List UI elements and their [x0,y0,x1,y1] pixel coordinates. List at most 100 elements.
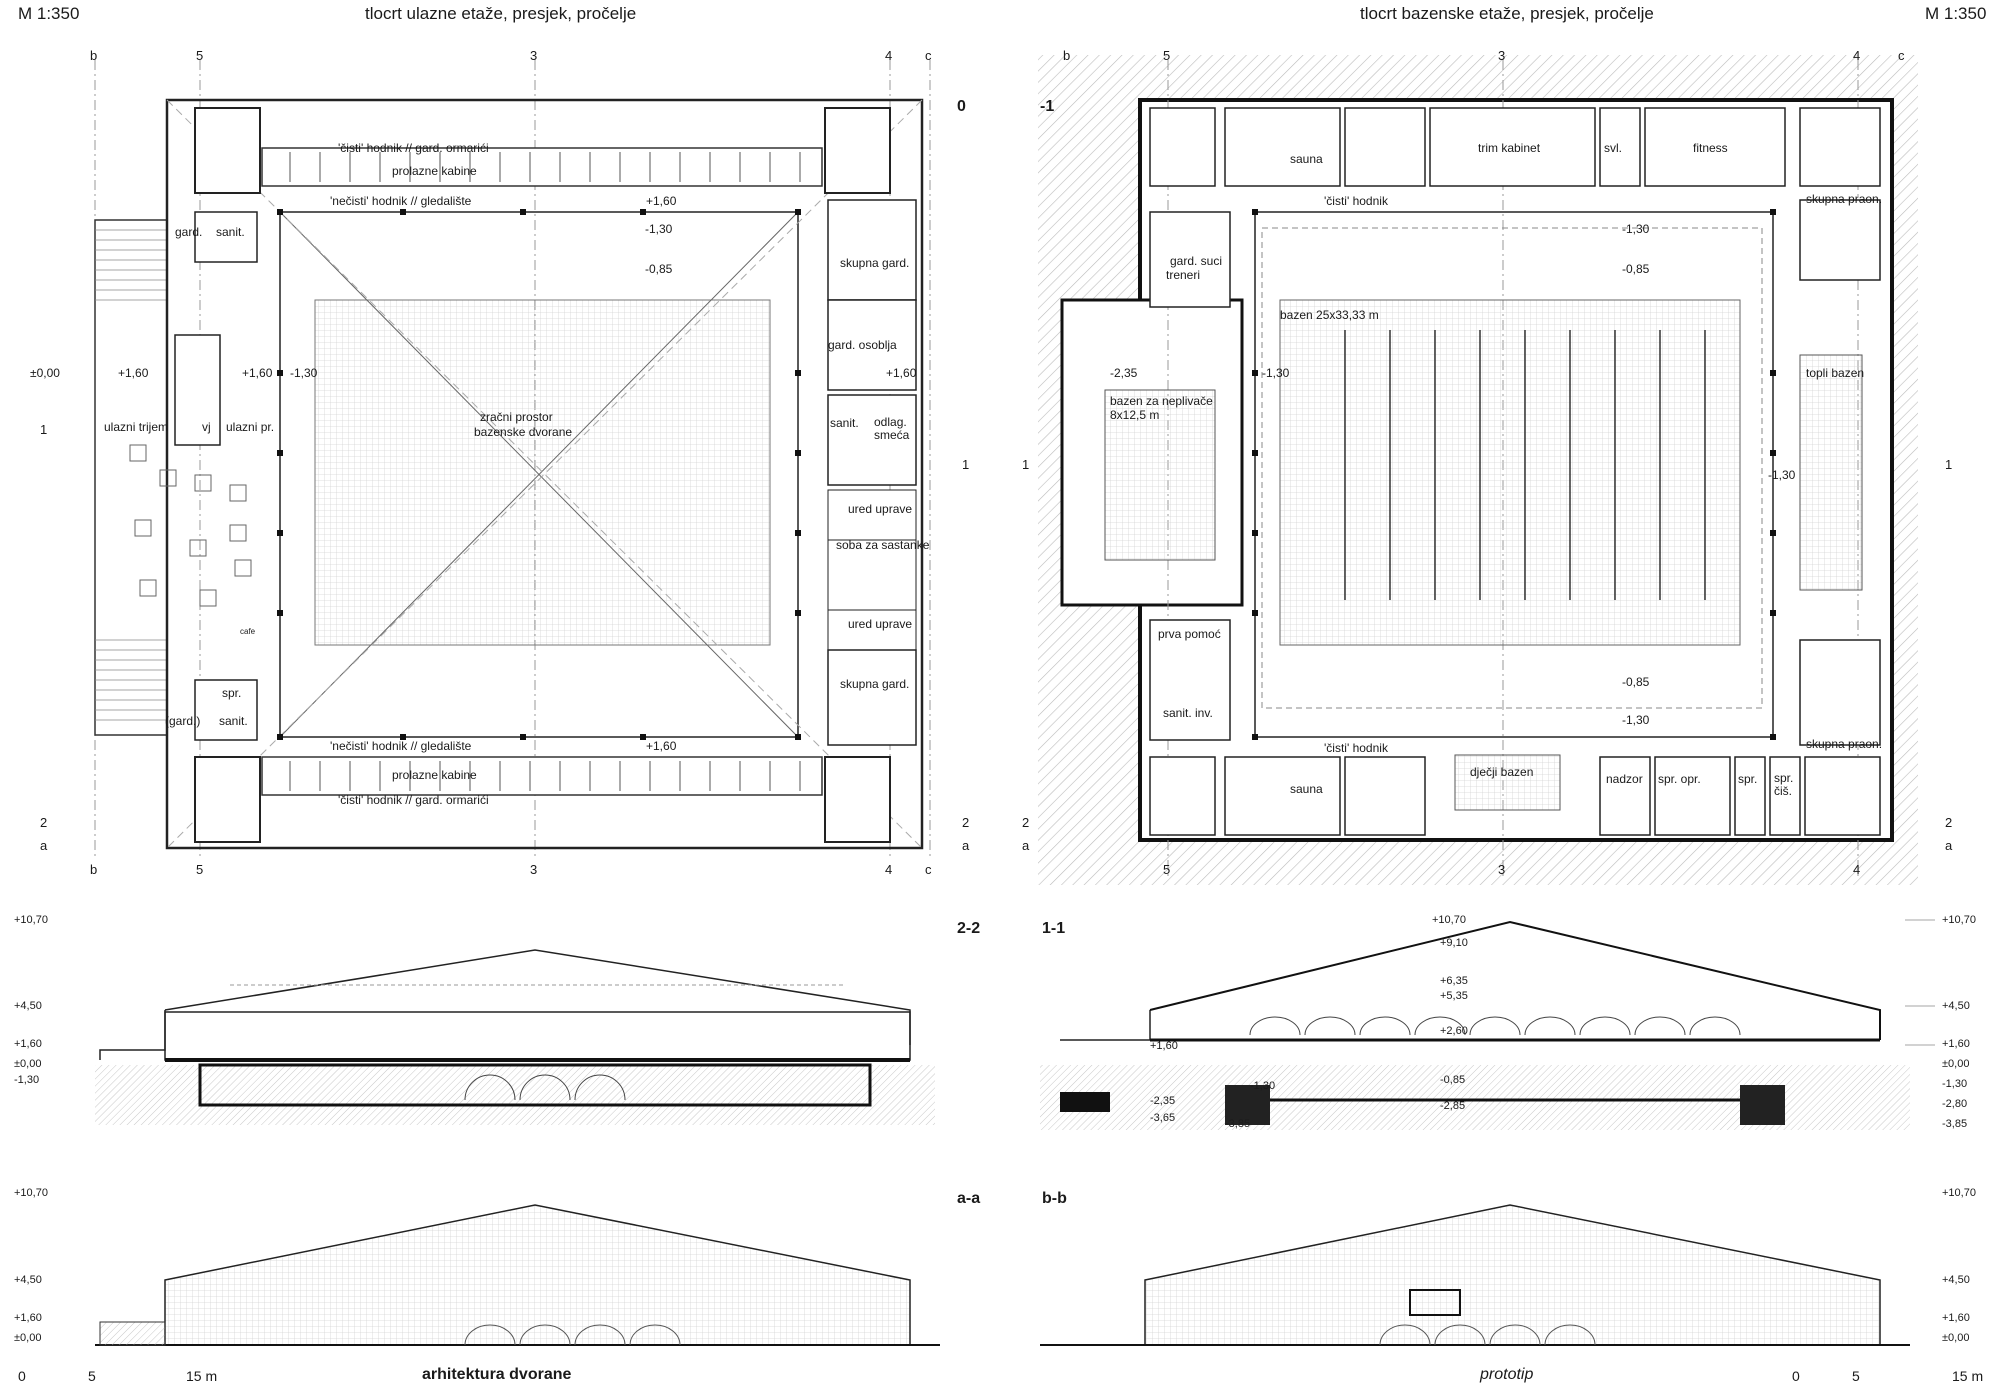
section-label-2-2: 2-2 [957,920,981,937]
elev-right-level-450: +4,50 [1942,1274,1970,1286]
room-storage-r: spr. [1738,772,1758,786]
axis-a-right-r: a [1945,838,1953,853]
level-m130-bottom-r: -1,30 [1622,713,1650,727]
label-kids-pool: dječji bazen [1470,765,1534,779]
elev-right-level-160: +1,60 [1942,1312,1970,1324]
axis-3-top: 3 [530,48,538,63]
sec-inner-m235: -2,35 [1150,1095,1176,1107]
room-group-showers-bottom: skupna praon. [1806,737,1883,751]
sec-inner-635: +6,35 [1440,975,1468,987]
level-m130-mid: -1,30 [290,366,318,380]
level-m130-right-r: -1,30 [1768,468,1796,482]
axis-1-left: 1 [40,422,48,437]
axis-1-right-r: 1 [1945,457,1953,472]
axis-a-left: a [40,838,48,853]
title-left: tlocrt ulazne etaže, presjek, pročelje [365,4,637,23]
sec-right-level-1070: +10,70 [1942,914,1976,926]
sec-right-level-m385: -3,85 [1942,1118,1968,1130]
sec-inner-m385: -3,85 [1225,1118,1251,1130]
scale-bar-r-5: 5 [1852,1368,1860,1384]
elevation-label-a-a: a-a [957,1190,981,1207]
room-coaches: treneri [1166,268,1201,282]
room-svl: svl. [1604,141,1622,155]
axis-5-bottom-r: 5 [1163,862,1171,877]
axis-c-top-r: c [1898,48,1905,63]
room-sanit: sanit. [216,225,245,239]
room-gard: gard. [175,225,203,239]
axis-b-top-r: b [1063,48,1071,63]
axis-2-left: 2 [40,815,48,830]
elev-left-level-160: +1,60 [14,1312,42,1324]
sec-right-level-160: +1,60 [1942,1038,1970,1050]
sec-right-level-450: +4,50 [1942,1000,1970,1012]
axis-4-bottom: 4 [885,862,893,877]
axis-b-top: b [90,48,98,63]
room-waste: odlag. smeća [874,415,910,442]
section-right [1040,920,1910,1130]
level-000: ±0,00 [30,366,60,380]
level-160-b: +1,60 [242,366,273,380]
section-left [95,949,935,1125]
room-first-aid: prva pomoć [1158,627,1221,641]
scale-right: M 1:350 [1925,4,1987,23]
elev-right-level-000: ±0,00 [1942,1332,1970,1344]
scale-bar-5: 5 [88,1368,96,1384]
sec-inner-910: +9,10 [1440,937,1468,949]
elevation-right [1040,1204,1910,1346]
room-office-2: ured uprave [848,617,913,631]
axis-3-bottom-r: 3 [1498,862,1506,877]
sec-right-level-m130: -1,30 [1942,1078,1968,1090]
axis-4-top: 4 [885,48,893,63]
sec-right-level-m280: -2,80 [1942,1098,1968,1110]
elev-left-level-450: +4,50 [14,1274,42,1286]
elev-right-level-1070: +10,70 [1942,1187,1976,1199]
scale-bar-15: 15 m [186,1368,218,1384]
sec-left-level-000: ±0,00 [14,1058,42,1070]
axis-a-right: a [962,838,970,853]
room-gard-2: (gard.) [165,714,201,728]
room-clean-corridor-top-r: 'čisti' hodnik [1324,194,1388,208]
label-pool-hall: bazenske dvorane [474,425,573,439]
room-entrance: ulazni pr. [226,420,275,434]
elevation-left [95,1204,940,1346]
axis-b-bottom: b [90,862,98,877]
room-cleaning-storage: spr. čiš. [1774,771,1794,798]
room-clean-corridor-bottom: 'čisti' hodnik // gard. ormarići [338,793,489,807]
room-group-showers-top: skupna praon. [1806,192,1883,206]
room-sanit-inv: sanit. inv. [1163,706,1213,720]
footer-title-right: prototip [1480,1366,1534,1383]
label-warm-pool: topli bazen [1806,366,1865,380]
sec-inner-160: +1,60 [1150,1040,1178,1052]
elev-left-level-1070: +10,70 [14,1187,48,1199]
axis-5-top-r: 5 [1163,48,1171,63]
label-pool: bazen 25x33,33 m [1280,308,1379,322]
elev-left-level-000: ±0,00 [14,1332,42,1344]
level-m085-top-r: -0,85 [1622,262,1650,276]
axis-3-bottom: 3 [530,862,538,877]
room-fitness: fitness [1693,141,1728,155]
axis-2-left-r: 2 [1022,815,1030,830]
section-label-1-1: 1-1 [1042,920,1066,937]
scale-bar-r-15: 15 m [1952,1368,1984,1384]
sec-inner-260: +2,60 [1440,1025,1468,1037]
sec-inner-1070: +10,70 [1432,914,1466,926]
axis-3-top-r: 3 [1498,48,1506,63]
right-plan [1038,55,1918,885]
sec-right-level-000: ±0,00 [1942,1058,1970,1070]
sec-left-level-450: +4,50 [14,1000,42,1012]
floor-label-0: 0 [957,98,966,115]
room-supervision: nadzor [1606,772,1643,786]
axis-5-bottom: 5 [196,862,204,877]
room-entrance-porch: ulazni trijem [104,420,169,434]
sec-inner-535: +5,35 [1440,990,1468,1002]
room-clean-corridor-top: 'čisti' hodnik // gard. ormarići [338,141,489,155]
room-equipment-storage: spr. opr. [1658,772,1701,786]
sec-inner-m285: -2,85 [1440,1100,1466,1112]
room-judges-changing: gard. suci [1170,254,1223,268]
sec-inner-m130: -1,30 [1250,1080,1276,1092]
room-clean-corridor-bottom-r: 'čisti' hodnik [1324,741,1388,755]
axis-1-right: 1 [962,457,970,472]
room-sauna-top: sauna [1290,152,1323,166]
room-office-1: ured uprave [848,502,913,516]
